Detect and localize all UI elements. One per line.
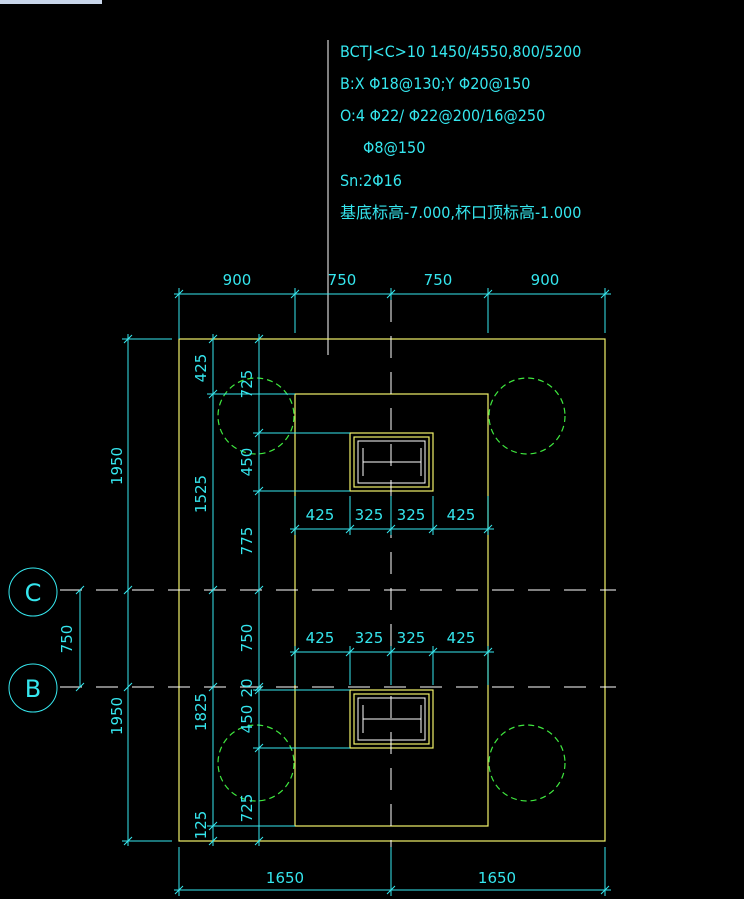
dim-left-inner-1: 725 (238, 370, 256, 399)
pile-top-left (217, 377, 295, 455)
dim-bottom-1: 1650 (266, 869, 304, 887)
pile-top-right (488, 377, 566, 455)
dim-bottom-2: 1650 (478, 869, 516, 887)
dim-left-mid-1: 425 (192, 354, 210, 383)
annotation-line-6: 基底标高-7.000,杯口顶标高-1.000 (340, 203, 581, 222)
dimension-left-inner: 725 450 775 750 20 450 725 (238, 334, 350, 846)
dim-lower-row-3: 325 (397, 629, 426, 647)
dimension-left-outer: 1950 750 1950 (58, 334, 172, 846)
dim-left-outer-2: 750 (58, 625, 76, 654)
svg-text:C: C (25, 579, 42, 607)
dim-left-inner-3: 775 (238, 527, 256, 556)
annotation-line-5: Sn:2Φ16 (340, 171, 402, 190)
dimension-left-middle: 425 1525 1825 125 (192, 334, 295, 846)
dimension-upper-row: 425 325 325 425 (290, 496, 494, 535)
dim-upper-row-3: 325 (397, 506, 426, 524)
dim-upper-row-4: 425 (447, 506, 476, 524)
annotation-line-3: O:4 Φ22/ Φ22@200/16@250 (340, 106, 545, 125)
window-strip (0, 0, 102, 4)
annotation-line-1: BCTJ<C>10 1450/4550,800/5200 (340, 42, 581, 61)
dim-left-inner-7: 725 (238, 794, 256, 823)
annotation-line-2: B:X Φ18@130;Y Φ20@150 (340, 74, 530, 93)
dim-lower-row-4: 425 (447, 629, 476, 647)
dim-upper-row-2: 325 (355, 506, 384, 524)
dim-left-outer-1: 1950 (108, 447, 126, 485)
dim-top-3: 750 (424, 271, 453, 289)
dim-left-inner-4: 750 (238, 624, 256, 653)
dim-left-inner-5: 20 (238, 678, 256, 697)
axis-bubble-c[interactable]: C (8, 567, 58, 617)
dimension-bottom: 1650 1650 (174, 847, 611, 896)
dim-top-4: 900 (531, 271, 560, 289)
dim-top-2: 750 (328, 271, 357, 289)
dim-left-mid-4: 125 (192, 811, 210, 840)
dim-left-outer-3: 1950 (108, 697, 126, 735)
dim-lower-row-1: 425 (306, 629, 335, 647)
svg-text:B: B (25, 675, 41, 703)
dimension-lower-row: 425 325 325 425 (290, 629, 494, 685)
dim-left-inner-6: 450 (238, 705, 256, 734)
pile-bottom-left (217, 724, 295, 802)
dim-lower-row-2: 325 (355, 629, 384, 647)
annotation-line-4: Φ8@150 (363, 138, 425, 157)
dim-upper-row-1: 425 (306, 506, 335, 524)
dim-top-1: 900 (223, 271, 252, 289)
axis-bubble-b[interactable]: B (8, 663, 58, 713)
pile-bottom-right (488, 724, 566, 802)
dim-left-mid-2: 1525 (192, 475, 210, 513)
dimension-top: 900 750 750 900 (174, 271, 611, 339)
dim-left-mid-3: 1825 (192, 693, 210, 731)
dim-left-inner-2: 450 (238, 448, 256, 477)
